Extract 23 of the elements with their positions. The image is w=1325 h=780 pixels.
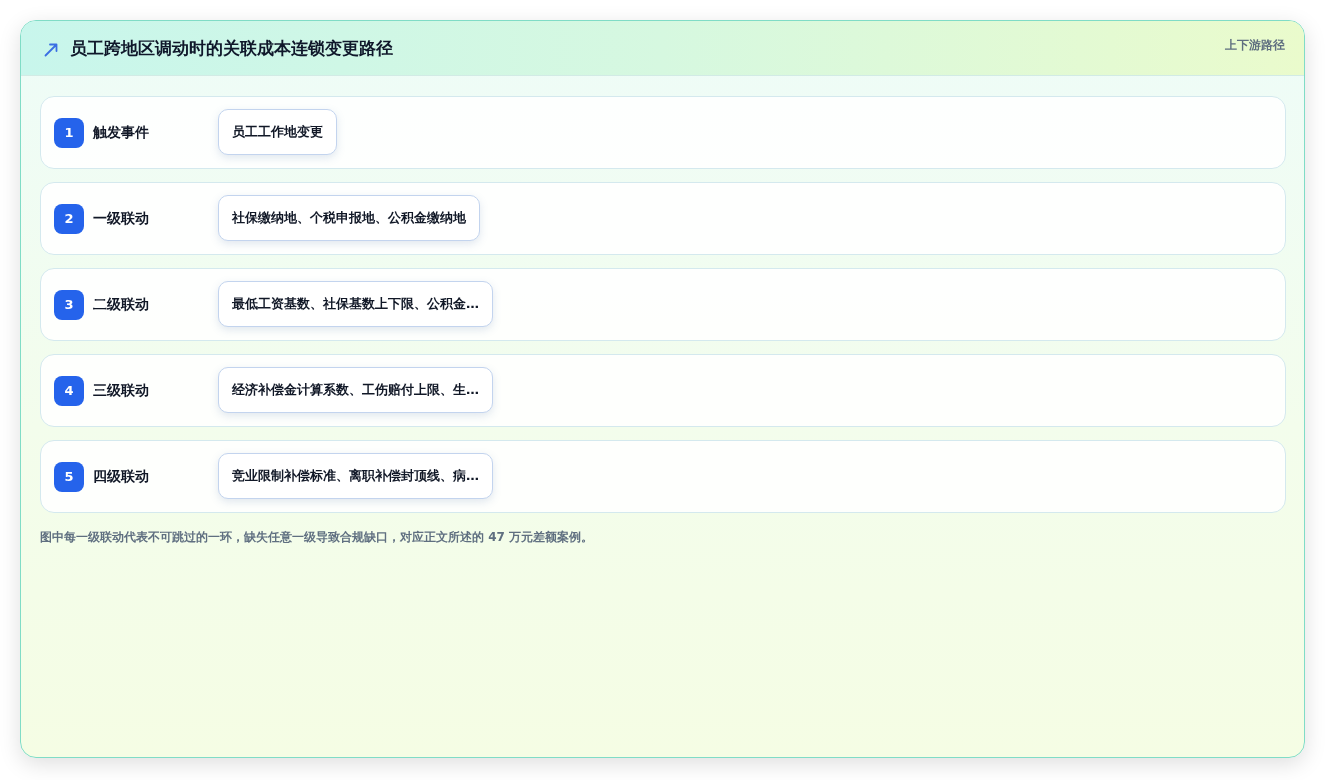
step-row-card [40, 440, 1286, 513]
step-number-badge: 5 [54, 462, 84, 492]
linked-items-tag: 经济补偿金计算系数、工伤赔付上限、生… [218, 367, 493, 413]
linked-items-tag: 最低工资基数、社保基数上下限、公积金… [218, 281, 493, 327]
step-number-badge: 2 [54, 204, 84, 234]
step-number-badge: 3 [54, 290, 84, 320]
step-row-card [40, 354, 1286, 427]
step-number-badge: 4 [54, 376, 84, 406]
diagram-title: 员工跨地区调动时的关联成本连锁变更路径 [70, 37, 393, 60]
stage-label: 一级联动 [93, 209, 149, 228]
stage-label: 四级联动 [93, 467, 149, 486]
step-row-card [40, 182, 1286, 255]
linked-items-tag: 员工工作地变更 [218, 109, 337, 155]
header-note: 上下游路径 [1225, 37, 1285, 53]
stage-label: 触发事件 [93, 123, 149, 142]
step-number-badge: 1 [54, 118, 84, 148]
step-row-card [40, 96, 1286, 169]
linked-items-tag: 竞业限制补偿标准、离职补偿封顶线、病… [218, 453, 493, 499]
step-row-card [40, 268, 1286, 341]
stage-label: 三级联动 [93, 381, 149, 400]
linked-items-tag: 社保缴纳地、个税申报地、公积金缴纳地 [218, 195, 480, 241]
stage-label: 二级联动 [93, 295, 149, 314]
footnote: 图中每一级联动代表不可跳过的一环，缺失任意一级导致合规缺口，对应正文所述的 47 万元差额案例。 [40, 529, 594, 545]
